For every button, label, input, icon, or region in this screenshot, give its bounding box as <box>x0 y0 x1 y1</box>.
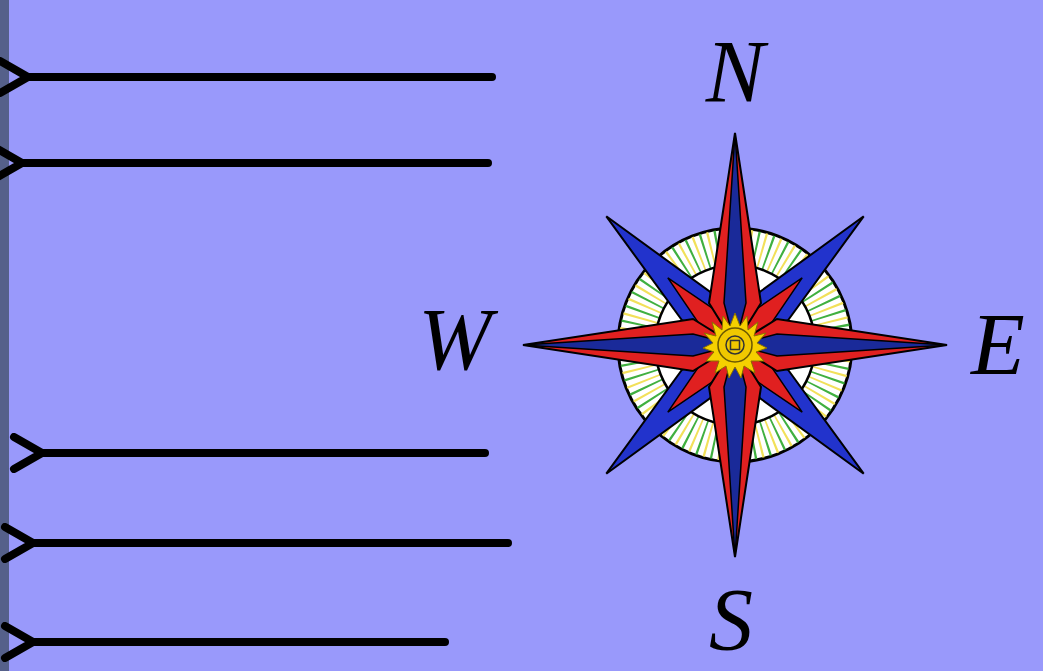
edge-strip <box>0 0 9 671</box>
compass-direction-label: E <box>971 301 1025 389</box>
compass-direction-label: N <box>706 28 765 116</box>
wind-arrows <box>22 77 508 642</box>
compass-rose <box>523 133 947 557</box>
compass-direction-label: S <box>709 576 753 664</box>
compass-direction-label: W <box>418 296 491 384</box>
